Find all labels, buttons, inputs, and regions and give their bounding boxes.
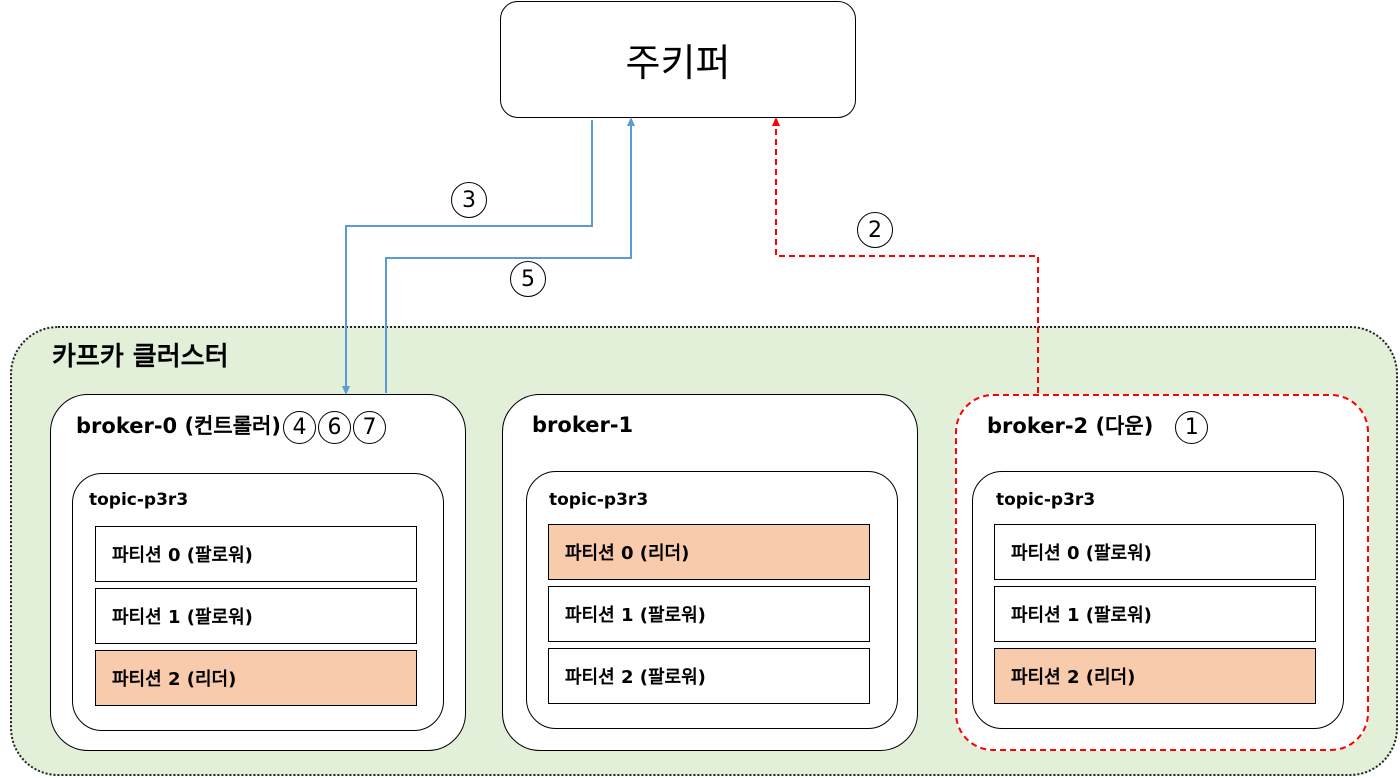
broker-1-topic-title: topic-p3r3 [549, 490, 649, 510]
broker-0-topic-title: topic-p3r3 [89, 490, 189, 510]
step-mark-4: 4 [282, 410, 316, 444]
broker-1-title: broker-1 [532, 413, 634, 437]
broker-2-title: broker-2 (다운) [987, 414, 1154, 438]
broker-0-title: broker-0 (컨트롤러) [76, 414, 281, 438]
step-label-3: 3 [451, 182, 487, 218]
arrow-step-3 [342, 120, 593, 395]
broker-2-partition-2: 파티션 2 (리더) [994, 648, 1316, 704]
zookeeper-box: 주키퍼 [500, 1, 856, 118]
broker-1-partition-0: 파티션 0 (리더) [548, 524, 870, 580]
broker-2-partition-1: 파티션 1 (팔로워) [994, 586, 1316, 642]
arrow-step-2 [772, 117, 1039, 393]
cluster-title: 카프카 클러스터 [52, 342, 229, 372]
zookeeper-label: 주키퍼 [625, 41, 731, 85]
broker-0-partition-2: 파티션 2 (리더) [95, 650, 417, 706]
broker-0-partition-0: 파티션 0 (팔로워) [95, 526, 417, 582]
broker-1-partition-2: 파티션 2 (팔로워) [548, 648, 870, 704]
arrow-step-5 [385, 117, 635, 393]
step-mark-1: 1 [1175, 410, 1209, 444]
broker-1-partition-1: 파티션 1 (팔로워) [548, 586, 870, 642]
broker-2-step-marks: 1 [1175, 410, 1209, 444]
step-label-5: 5 [510, 261, 546, 297]
broker-0-partition-1: 파티션 1 (팔로워) [95, 588, 417, 644]
broker-2-topic-title: topic-p3r3 [996, 490, 1096, 510]
step-label-2: 2 [857, 212, 893, 248]
step-mark-7: 7 [352, 410, 386, 444]
broker-2-title-row: broker-2 (다운) 1 [987, 410, 1209, 444]
step-mark-6: 6 [317, 410, 351, 444]
broker-2-partition-0: 파티션 0 (팔로워) [994, 524, 1316, 580]
